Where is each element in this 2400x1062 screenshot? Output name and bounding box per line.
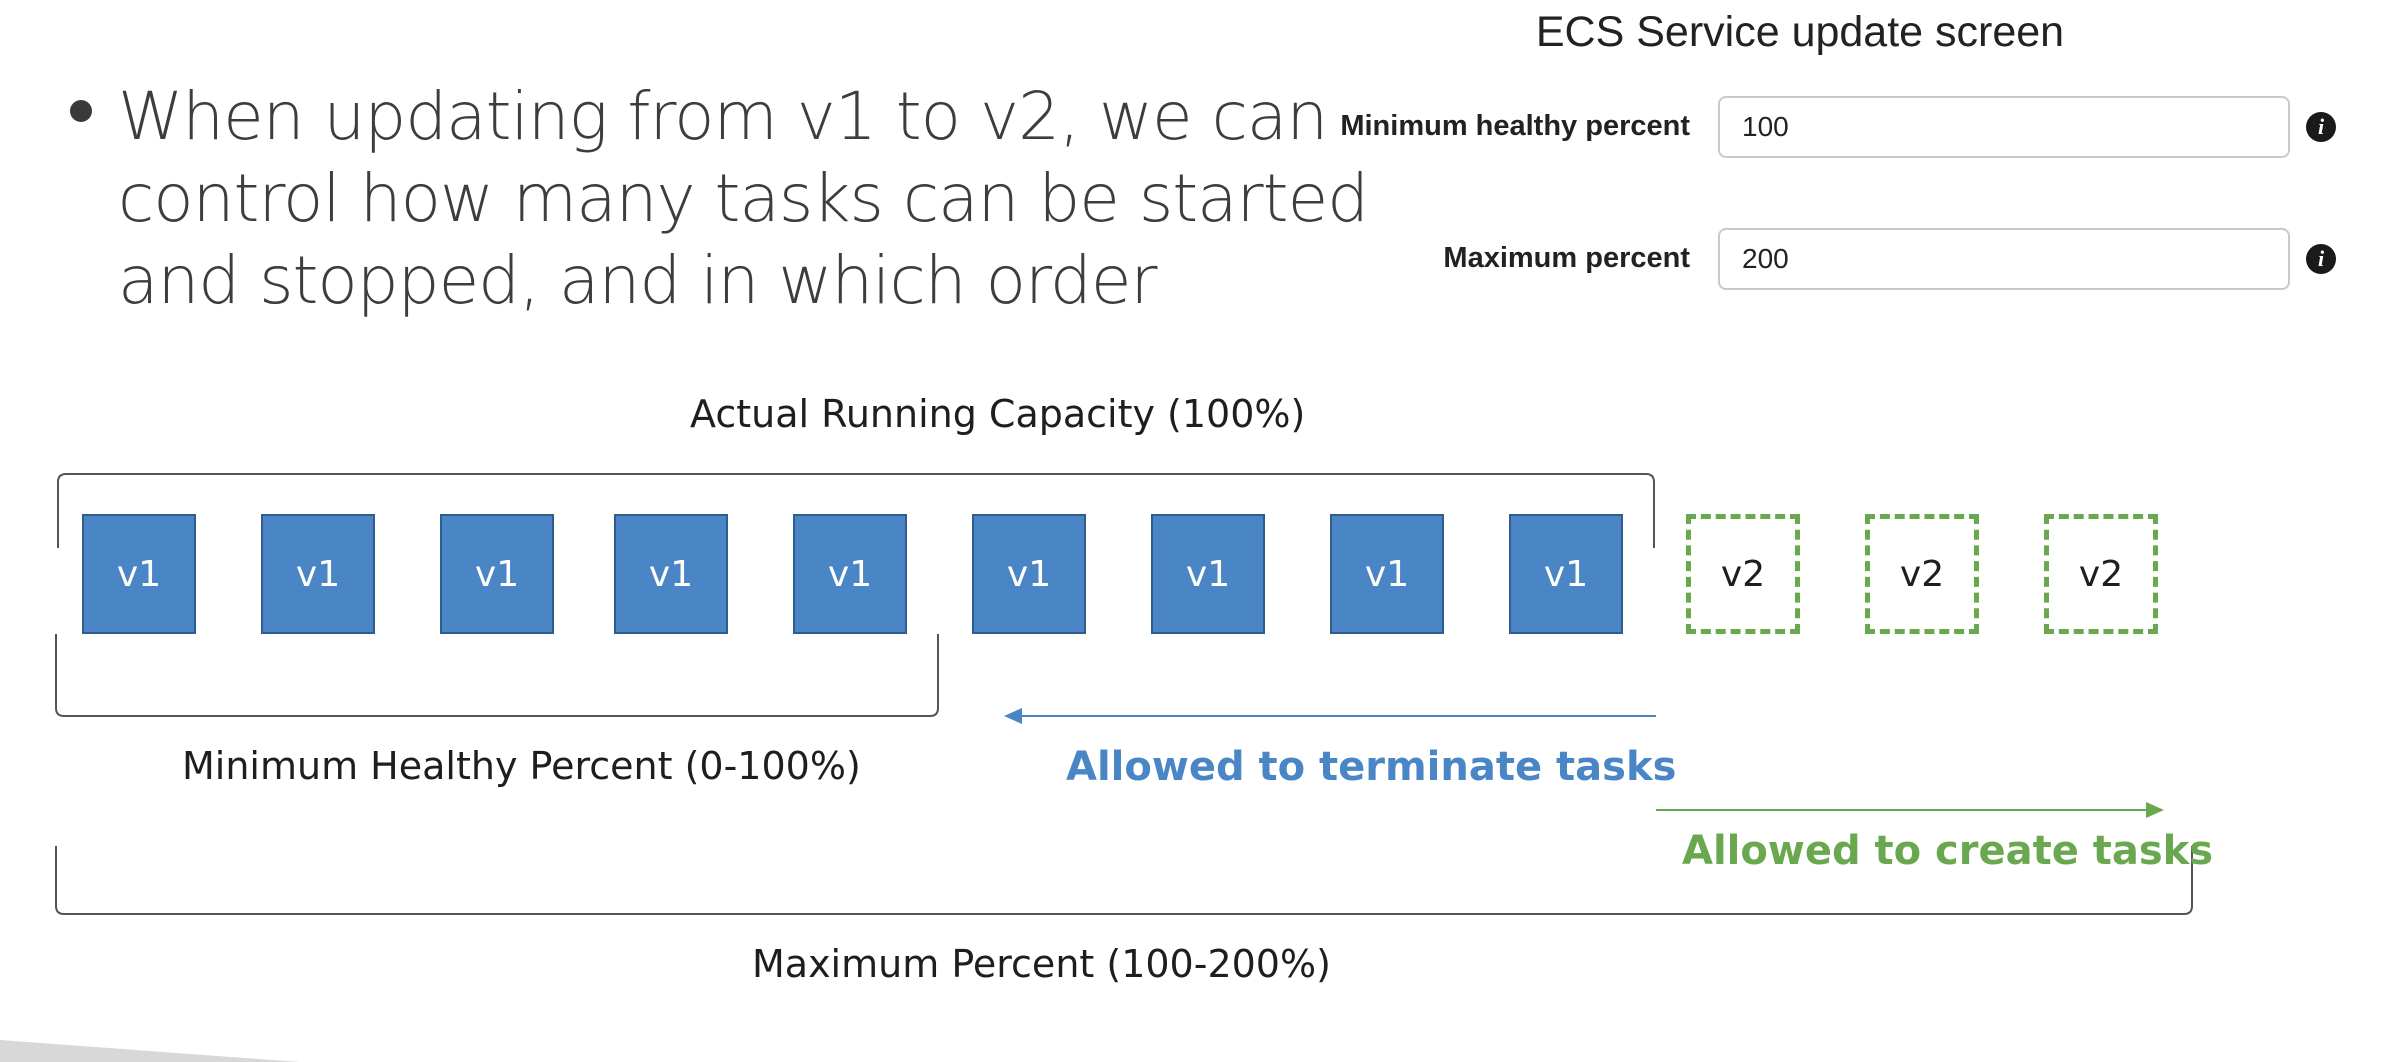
task-v1: v1	[793, 514, 907, 634]
create-arrowhead	[2146, 802, 2164, 818]
max-percent-input[interactable]	[1718, 228, 2290, 290]
bullet-line-3: and stopped, and in which order	[118, 242, 1158, 319]
task-v2: v2	[2044, 514, 2158, 634]
create-tasks-label: Allowed to create tasks	[1682, 828, 2214, 874]
task-v2: v2	[1686, 514, 1800, 634]
info-icon[interactable]: i	[2306, 112, 2336, 142]
terminate-arrowhead	[1004, 708, 1022, 724]
task-v1: v1	[440, 514, 554, 634]
min-healthy-input[interactable]	[1718, 96, 2290, 158]
bullet-line-2: control how many tasks can be started	[118, 160, 1369, 237]
task-v1: v1	[261, 514, 375, 634]
terminate-tasks-label: Allowed to terminate tasks	[1066, 744, 1677, 790]
bullet-line-1: When updating from v1 to v2, we can	[118, 78, 1328, 155]
task-v1: v1	[614, 514, 728, 634]
min-healthy-label: Minimum healthy percent	[1340, 110, 1690, 142]
task-v1: v1	[1509, 514, 1623, 634]
min-healthy-bracket	[55, 634, 939, 717]
task-v1: v1	[1151, 514, 1265, 634]
bullet-text: When updating from v1 to v2, we can cont…	[118, 76, 1369, 322]
panel-title: ECS Service update screen	[1535, 8, 2065, 56]
max-percent-bracket	[55, 846, 2193, 915]
bullet-point	[70, 100, 92, 122]
task-v1: v1	[1330, 514, 1444, 634]
actual-capacity-bracket	[57, 473, 1655, 548]
min-healthy-row: Minimum healthy percent	[1230, 110, 1690, 142]
page-curl-shadow	[0, 1040, 300, 1062]
min-healthy-percent-label: Minimum Healthy Percent (0-100%)	[182, 744, 861, 788]
actual-capacity-label: Actual Running Capacity (100%)	[690, 392, 1306, 436]
task-v1: v1	[82, 514, 196, 634]
max-percent-row: Maximum percent	[1230, 242, 1690, 274]
max-percent-label: Maximum Percent (100-200%)	[752, 942, 1331, 986]
info-icon[interactable]: i	[2306, 244, 2336, 274]
task-v1: v1	[972, 514, 1086, 634]
max-percent-label: Maximum percent	[1443, 242, 1690, 274]
task-v2: v2	[1865, 514, 1979, 634]
